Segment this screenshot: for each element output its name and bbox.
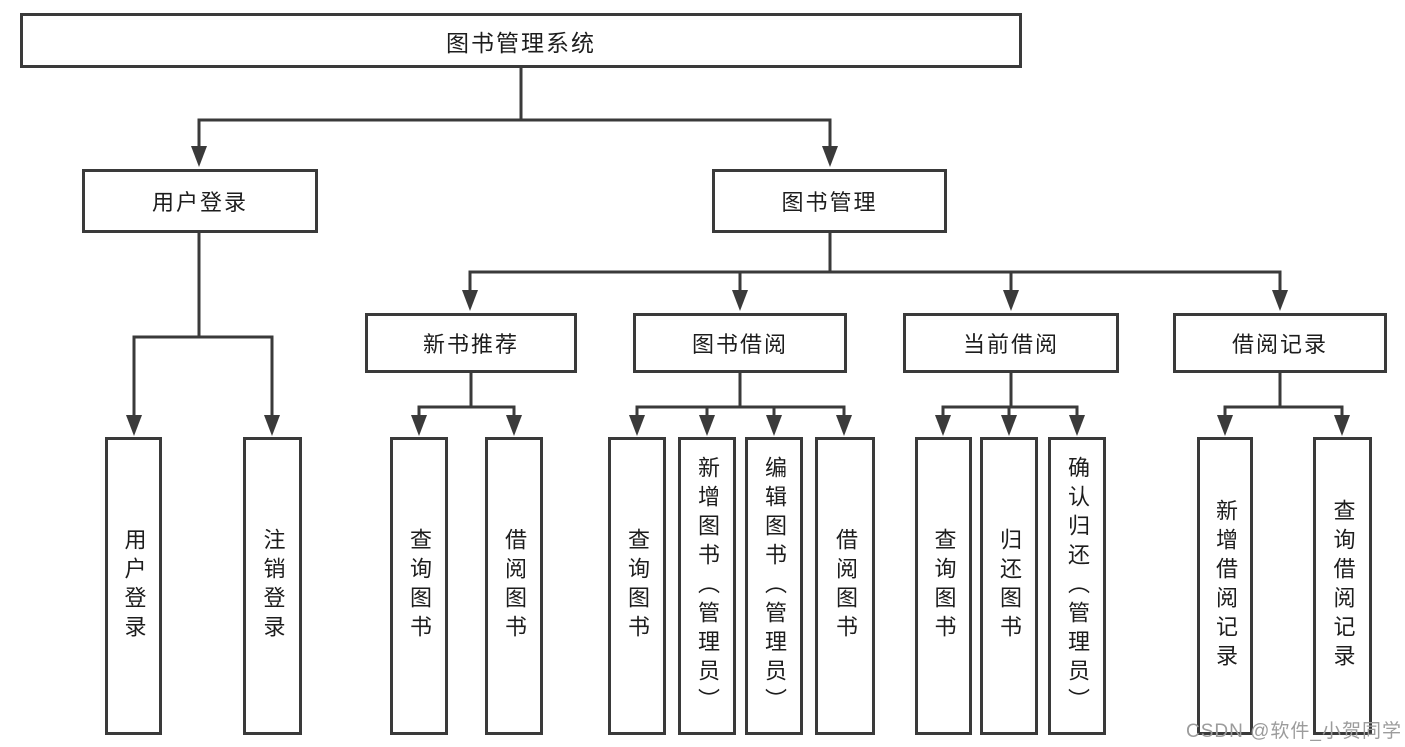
node-label: 确认归还（管理员） [1065, 455, 1090, 717]
node-label: 用户登录 [121, 528, 147, 644]
node-logout-action: 注销登录 [243, 437, 302, 735]
node-label: 借阅图书 [502, 528, 527, 644]
node-borrowing-query-books: 查询图书 [608, 437, 666, 735]
node-user-login-action: 用户登录 [105, 437, 162, 735]
node-label: 借阅记录 [1231, 332, 1328, 357]
node-book-management: 图书管理 [712, 169, 947, 233]
node-label: 用户登录 [151, 190, 248, 215]
node-label: 新增图书（管理员） [695, 455, 720, 717]
connector-root-split [191, 66, 838, 167]
node-label: 当前借阅 [962, 332, 1059, 357]
node-borrowing-borrow-books: 借阅图书 [815, 437, 875, 735]
node-library-management-system: 图书管理系统 [20, 13, 1022, 68]
node-borrowing-add-books-admin: 新增图书（管理员） [678, 437, 736, 735]
node-label: 查询图书 [407, 528, 432, 644]
connector-book-management-split [462, 231, 1288, 311]
node-label: 图书管理 [781, 190, 878, 215]
node-current-borrowing: 当前借阅 [903, 313, 1119, 373]
node-borrowing-records: 借阅记录 [1173, 313, 1387, 373]
node-book-borrowing: 图书借阅 [633, 313, 847, 373]
node-label: 查询图书 [931, 528, 957, 644]
node-records-add-record: 新增借阅记录 [1197, 437, 1253, 735]
csdn-watermark: CSDN @软件_小贺同学 [1186, 721, 1402, 742]
node-current-confirm-return-admin: 确认归还（管理员） [1048, 437, 1106, 735]
node-label: 归还图书 [997, 528, 1022, 644]
node-label: 新书推荐 [422, 332, 519, 357]
node-newbooks-query-books: 查询图书 [390, 437, 448, 735]
connector-book-borrowing-branch [629, 371, 852, 436]
node-label: 注销登录 [260, 528, 286, 644]
connector-user-login-branch [126, 231, 280, 436]
node-label: 查询图书 [625, 528, 650, 644]
node-current-query-books: 查询图书 [915, 437, 972, 735]
node-label: 借阅图书 [833, 528, 858, 644]
connector-borrowing-records-branch [1217, 371, 1350, 436]
connector-new-book-branch [411, 371, 522, 436]
node-label: 图书借阅 [691, 332, 788, 357]
node-newbooks-borrow-books: 借阅图书 [485, 437, 543, 735]
node-borrowing-edit-books-admin: 编辑图书（管理员） [745, 437, 803, 735]
node-user-login: 用户登录 [82, 169, 318, 233]
connector-current-borrowing-branch [935, 371, 1085, 436]
node-label: 新增借阅记录 [1213, 499, 1238, 673]
node-label: 图书管理系统 [446, 29, 596, 56]
node-records-query-record: 查询借阅记录 [1313, 437, 1372, 735]
node-current-return-books: 归还图书 [980, 437, 1038, 735]
node-label: 编辑图书（管理员） [762, 455, 787, 717]
node-label: 查询借阅记录 [1330, 499, 1356, 673]
node-new-book-recommend: 新书推荐 [365, 313, 577, 373]
